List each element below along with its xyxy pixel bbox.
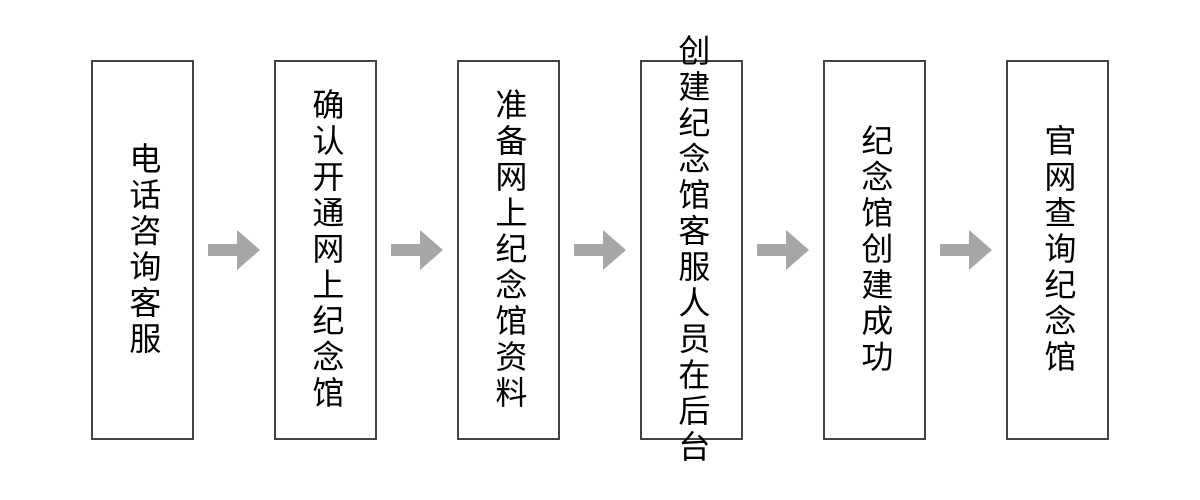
flow-node-step-1[interactable]: 电话咨询客服	[91, 60, 194, 440]
right-arrow-icon	[574, 230, 626, 270]
flow-arrow-3	[560, 60, 640, 440]
flow-node-step-5[interactable]: 纪念馆创建成功	[823, 60, 926, 440]
flow-node-label-step-3: 准备网上纪念馆资料	[491, 88, 528, 412]
right-arrow-icon	[208, 230, 260, 270]
flow-arrow-1	[194, 60, 274, 440]
flow-node-step-2[interactable]: 确认开通网上纪念馆	[274, 60, 377, 440]
flow-arrow-4	[743, 60, 823, 440]
flow-node-step-3[interactable]: 准备网上纪念馆资料	[457, 60, 560, 440]
flow-arrow-2	[377, 60, 457, 440]
flow-node-label-step-5: 纪念馆创建成功	[857, 124, 894, 376]
flow-node-label-step-4-col-2: 创建纪念馆	[674, 34, 711, 214]
flow-node-label-step-4: 客服人员在后台 创建纪念馆	[673, 34, 711, 466]
flow-node-label-step-6: 官网查询纪念馆	[1040, 124, 1077, 376]
right-arrow-icon	[940, 230, 992, 270]
flow-node-label-step-4-col-1: 客服人员在后台	[674, 214, 711, 466]
right-arrow-icon	[391, 230, 443, 270]
flow-node-label-step-1: 电话咨询客服	[125, 142, 162, 358]
flow-node-step-6[interactable]: 官网查询纪念馆	[1006, 60, 1109, 440]
right-arrow-icon	[757, 230, 809, 270]
flow-node-step-4[interactable]: 客服人员在后台 创建纪念馆	[640, 34, 743, 466]
flow-node-label-step-2: 确认开通网上纪念馆	[308, 88, 345, 412]
flow-arrow-5	[926, 60, 1006, 440]
